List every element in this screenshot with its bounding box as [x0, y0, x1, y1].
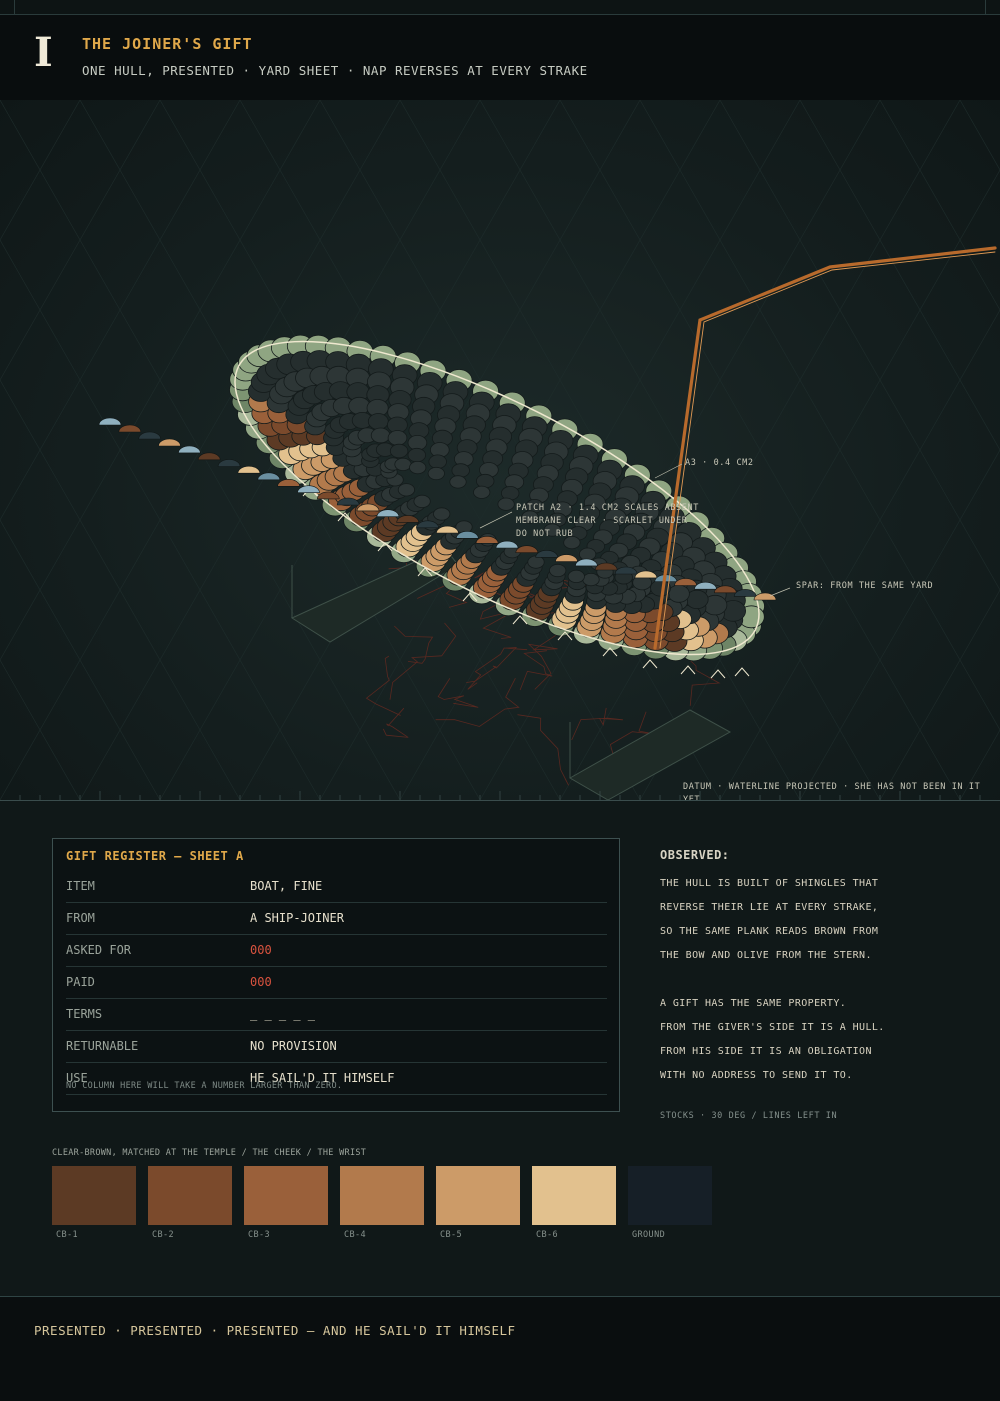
annotation-patch-line-3: DO NOT RUB: [516, 529, 574, 539]
hull-drawing: [0, 100, 1000, 800]
observed-line: THE HULL IS BUILT OF SHINGLES THAT: [660, 878, 879, 889]
stock-right: [568, 709, 732, 800]
color-swatch: [244, 1166, 328, 1225]
shingle-domes: [98, 417, 777, 601]
register-note: NO COLUMN HERE WILL TAKE A NUMBER LARGER…: [66, 1081, 343, 1091]
register-value: 000: [250, 943, 272, 957]
observed-line: THE BOW AND OLIVE FROM THE STERN.: [660, 950, 872, 961]
page-subtitle: ONE HULL, PRESENTED · YARD SHEET · NAP R…: [82, 63, 588, 78]
observed-line: SO THE SAME PLANK READS BROWN FROM: [660, 926, 879, 937]
register-row: FROM A SHIP-JOINER: [66, 903, 607, 935]
color-swatch: [532, 1166, 616, 1225]
color-swatch: [52, 1166, 136, 1225]
color-swatch: [628, 1166, 712, 1225]
swatch-name: CB-4: [344, 1230, 367, 1240]
register-row: ITEM BOAT, FINE: [66, 871, 607, 903]
register-value: A SHIP-JOINER: [250, 911, 344, 925]
register-key: USE: [66, 1071, 88, 1085]
footer: PRESENTED · PRESENTED · PRESENTED — AND …: [0, 1296, 1000, 1401]
color-swatch: [436, 1166, 520, 1225]
swatch-caption: CLEAR-BROWN, MATCHED AT THE TEMPLE / THE…: [52, 1148, 367, 1158]
annotation-patch-line-1: PATCH A2 · 1.4 CM2 SCALES ABSENT: [516, 503, 699, 513]
register-value: 000: [250, 975, 272, 989]
register-key: ASKED FOR: [66, 943, 132, 957]
observed-line: REVERSE THEIR LIE AT EVERY STRAKE,: [660, 902, 879, 913]
swatch-name: CB-2: [152, 1230, 175, 1240]
register-key: FROM: [66, 911, 95, 925]
color-swatch: [340, 1166, 424, 1225]
observed-heading: OBSERVED:: [660, 848, 730, 862]
gunwale-line: [234, 340, 760, 656]
register-row: ASKED FOR 000: [66, 935, 607, 967]
register-key: ITEM: [66, 879, 95, 893]
observed-footer: STOCKS · 30 DEG / LINES LEFT IN: [660, 1111, 838, 1121]
annotation-leaders: [479, 463, 791, 597]
footer-text: PRESENTED · PRESENTED · PRESENTED — AND …: [34, 1323, 516, 1338]
register-value: HE SAIL'D IT HIMSELF: [250, 1071, 395, 1085]
ruler-ticks: [19, 791, 981, 800]
register-key: PAID: [66, 975, 95, 989]
annotation-patch-line-2: MEMBRANE CLEAR · SCARLET UNDER: [516, 516, 688, 526]
spar: [653, 246, 997, 650]
observed-line: WITH NO ADDRESS TO SEND IT TO.: [660, 1070, 853, 1081]
annotation-a3: A3 · 0.4 CM2: [685, 458, 754, 468]
register-value: _ _ _ _ _: [250, 1007, 316, 1021]
register-title: GIFT REGISTER — SHEET A: [66, 849, 244, 863]
annotation-spar: SPAR: FROM THE SAME YARD: [796, 581, 934, 591]
observed-line: FROM THE GIVER'S SIDE IT IS A HULL.: [660, 1022, 885, 1033]
register-value: BOAT, FINE: [250, 879, 323, 893]
section-numeral: I: [34, 29, 53, 76]
observed-line: A GIFT HAS THE SAME PROPERTY.: [660, 998, 847, 1009]
page-title: THE JOINER'S GIFT: [82, 35, 253, 53]
register-row: RETURNABLE NO PROVISION: [66, 1031, 607, 1063]
register-row: PAID 000: [66, 967, 607, 999]
hull-illustration: A3 · 0.4 CM2 PATCH A2 · 1.4 CM2 SCALES A…: [0, 100, 1000, 805]
color-swatch: [148, 1166, 232, 1225]
gift-register: GIFT REGISTER — SHEET A ITEM BOAT, FINE …: [52, 838, 620, 1112]
swatch-name: CB-3: [248, 1230, 271, 1240]
header: I THE JOINER'S GIFT ONE HULL, PRESENTED …: [0, 14, 1000, 101]
register-row: TERMS _ _ _ _ _: [66, 999, 607, 1031]
swatch-name: GROUND: [632, 1230, 666, 1240]
observed-line: FROM HIS SIDE IT IS AN OBLIGATION: [660, 1046, 872, 1057]
register-key: TERMS: [66, 1007, 103, 1021]
swatch-name: CB-6: [536, 1230, 559, 1240]
register-value: NO PROVISION: [250, 1039, 337, 1053]
datum-ruler: [0, 800, 1000, 801]
register-key: RETURNABLE: [66, 1039, 139, 1053]
swatch-name: CB-1: [56, 1230, 79, 1240]
register-row: USE HE SAIL'D IT HIMSELF: [66, 1063, 607, 1095]
swatch-name: CB-5: [440, 1230, 463, 1240]
